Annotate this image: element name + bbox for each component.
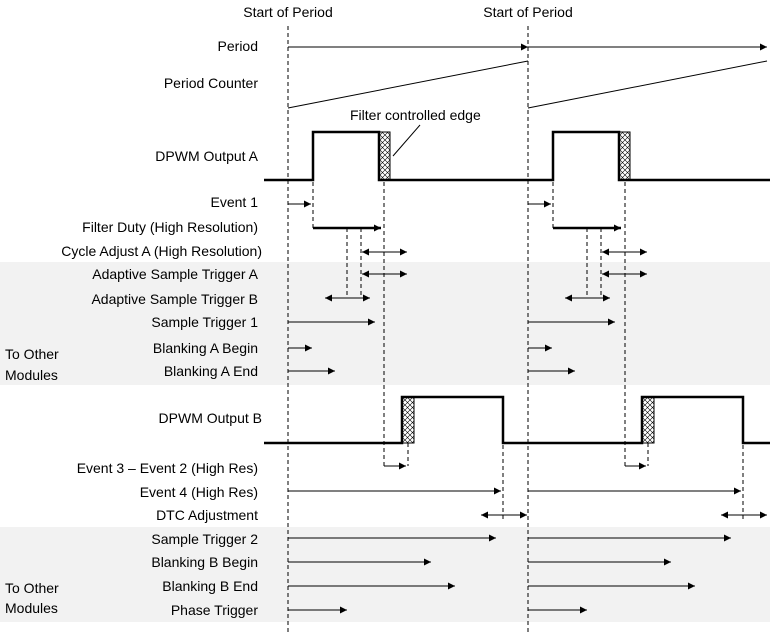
period-header-2: Start of Period [483, 4, 573, 20]
label-filter-controlled-edge: Filter controlled edge [350, 107, 481, 123]
period-counter-ramp-1 [287, 60, 529, 109]
label-adaptive-sample-trigger-b: Adaptive Sample Trigger B [91, 291, 258, 307]
dpwm-output-b-waveform [264, 395, 770, 445]
label-phase-trigger: Phase Trigger [171, 602, 258, 618]
filter-edge-hatch-2 [618, 131, 631, 181]
period-counter-ramp-2 [527, 60, 768, 109]
filter-edge-pointer [392, 124, 421, 157]
label-to-other-modules-b-2: Modules [5, 600, 58, 616]
label-event-3-event-2: Event 3 – Event 2 (High Res) [77, 460, 258, 476]
label-filter-duty: Filter Duty (High Resolution) [82, 219, 258, 235]
label-period: Period [218, 38, 258, 54]
label-dpwm-output-b: DPWM Output B [159, 410, 262, 426]
label-sample-trigger-1: Sample Trigger 1 [151, 314, 258, 330]
label-event-1: Event 1 [211, 194, 259, 210]
label-event-4: Event 4 (High Res) [140, 484, 258, 500]
label-cycle-adjust-a: Cycle Adjust A (High Resolution) [61, 243, 262, 259]
label-blanking-b-begin: Blanking B Begin [151, 554, 258, 570]
label-blanking-a-begin: Blanking A Begin [153, 340, 258, 356]
filter-edge-hatch-b2 [641, 396, 655, 444]
label-blanking-b-end: Blanking B End [162, 578, 258, 594]
label-sample-trigger-2: Sample Trigger 2 [151, 531, 258, 547]
label-dtc-adjustment: DTC Adjustment [156, 507, 258, 523]
shaded-band-b [0, 527, 770, 622]
label-dpwm-output-a: DPWM Output A [155, 148, 258, 164]
label-blanking-a-end: Blanking A End [164, 363, 258, 379]
label-to-other-modules-a-2: Modules [5, 367, 58, 383]
dpwm-output-a-waveform [264, 130, 770, 182]
label-period-counter: Period Counter [164, 75, 259, 91]
filter-edge-hatch-1 [378, 131, 391, 181]
label-adaptive-sample-trigger-a: Adaptive Sample Trigger A [92, 266, 258, 282]
filter-edge-hatch-b1 [401, 396, 415, 444]
label-to-other-modules-a-1: To Other [5, 346, 59, 362]
label-to-other-modules-b-1: To Other [5, 580, 59, 596]
period-header-1: Start of Period [243, 4, 333, 20]
shaded-band-a [0, 262, 770, 385]
